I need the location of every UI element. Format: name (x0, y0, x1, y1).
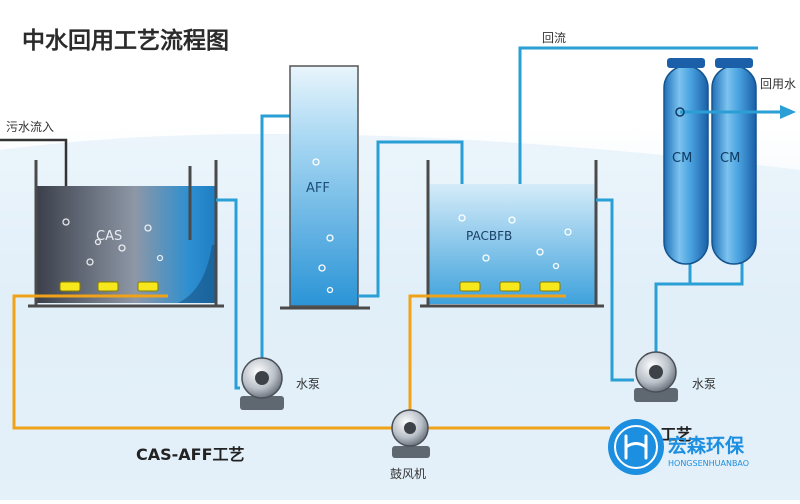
pipe-reflux (515, 46, 758, 202)
pacbfb-label: PACBFB (466, 229, 512, 243)
brand-logo-icon (608, 419, 664, 475)
pump-base (634, 388, 678, 402)
diffuser (137, 281, 159, 292)
diagram-title: 中水回用工艺流程图 (22, 27, 229, 54)
pump-1-label: 水泵 (296, 377, 320, 391)
diffuser (539, 281, 561, 292)
cm-cap (667, 58, 705, 68)
blower-base (392, 446, 430, 458)
reflux-label: 回流 (542, 31, 566, 45)
brand-logo-glyph (624, 434, 648, 460)
cm-cap (715, 58, 753, 68)
reuse-arrow-icon (780, 105, 796, 119)
pacbfb-tank: PACBFB (420, 160, 604, 308)
brand-logo-ring (614, 425, 658, 469)
pipe-pump-to-aff (260, 114, 290, 368)
aff-bubbles (312, 158, 334, 294)
diffuser (499, 281, 521, 292)
aff-label: AFF (306, 181, 330, 196)
cas-bubbles (62, 218, 164, 266)
inflow-line (0, 138, 68, 200)
cm-module-1: CM (663, 58, 709, 265)
aff-frame (289, 65, 359, 307)
pacbfb-bubbles (458, 214, 572, 270)
air-line-cas (12, 294, 392, 430)
cas-tank: CAS (28, 160, 224, 308)
aff-column: AFF (280, 65, 370, 310)
water-pump-1: 水泵 (240, 357, 320, 410)
cas-label: CAS (96, 229, 122, 244)
cas-settling-wall (178, 245, 216, 303)
air-line-pacbfb (408, 294, 566, 412)
brand-logo: 宏森环保 HONGSENHUANBAO (608, 419, 749, 475)
cm-module-2: CM (711, 58, 757, 265)
cas-aff-process-label: CAS-AFF工艺 (136, 445, 245, 464)
pump-2-label: 水泵 (692, 377, 716, 391)
cm-label: CM (720, 151, 740, 166)
pipe-pacbfb-to-pump (596, 198, 634, 382)
cm-label: CM (672, 151, 692, 166)
pump-hub (255, 371, 269, 385)
diffuser (97, 281, 119, 292)
blower-label: 鼓风机 (390, 467, 426, 481)
blower: 鼓风机 (390, 409, 430, 481)
pump-base (240, 396, 284, 410)
reuse-label: 回用水 (760, 77, 796, 91)
inflow-label: 污水流入 (6, 120, 54, 134)
brand-name: 宏森环保 (668, 434, 745, 457)
water-pump-2: 水泵 (634, 351, 716, 402)
pipe-cas-to-pump (216, 198, 240, 390)
pump-hub (649, 365, 663, 379)
diffuser (59, 281, 81, 292)
blower-hub (404, 422, 416, 434)
cm-outlet-port (675, 107, 685, 117)
pipe-aff-to-pacbfb (358, 140, 467, 298)
diffuser (459, 281, 481, 292)
brand-pinyin: HONGSENHUANBAO (668, 459, 749, 468)
pipe-pump-to-cm (654, 260, 744, 360)
